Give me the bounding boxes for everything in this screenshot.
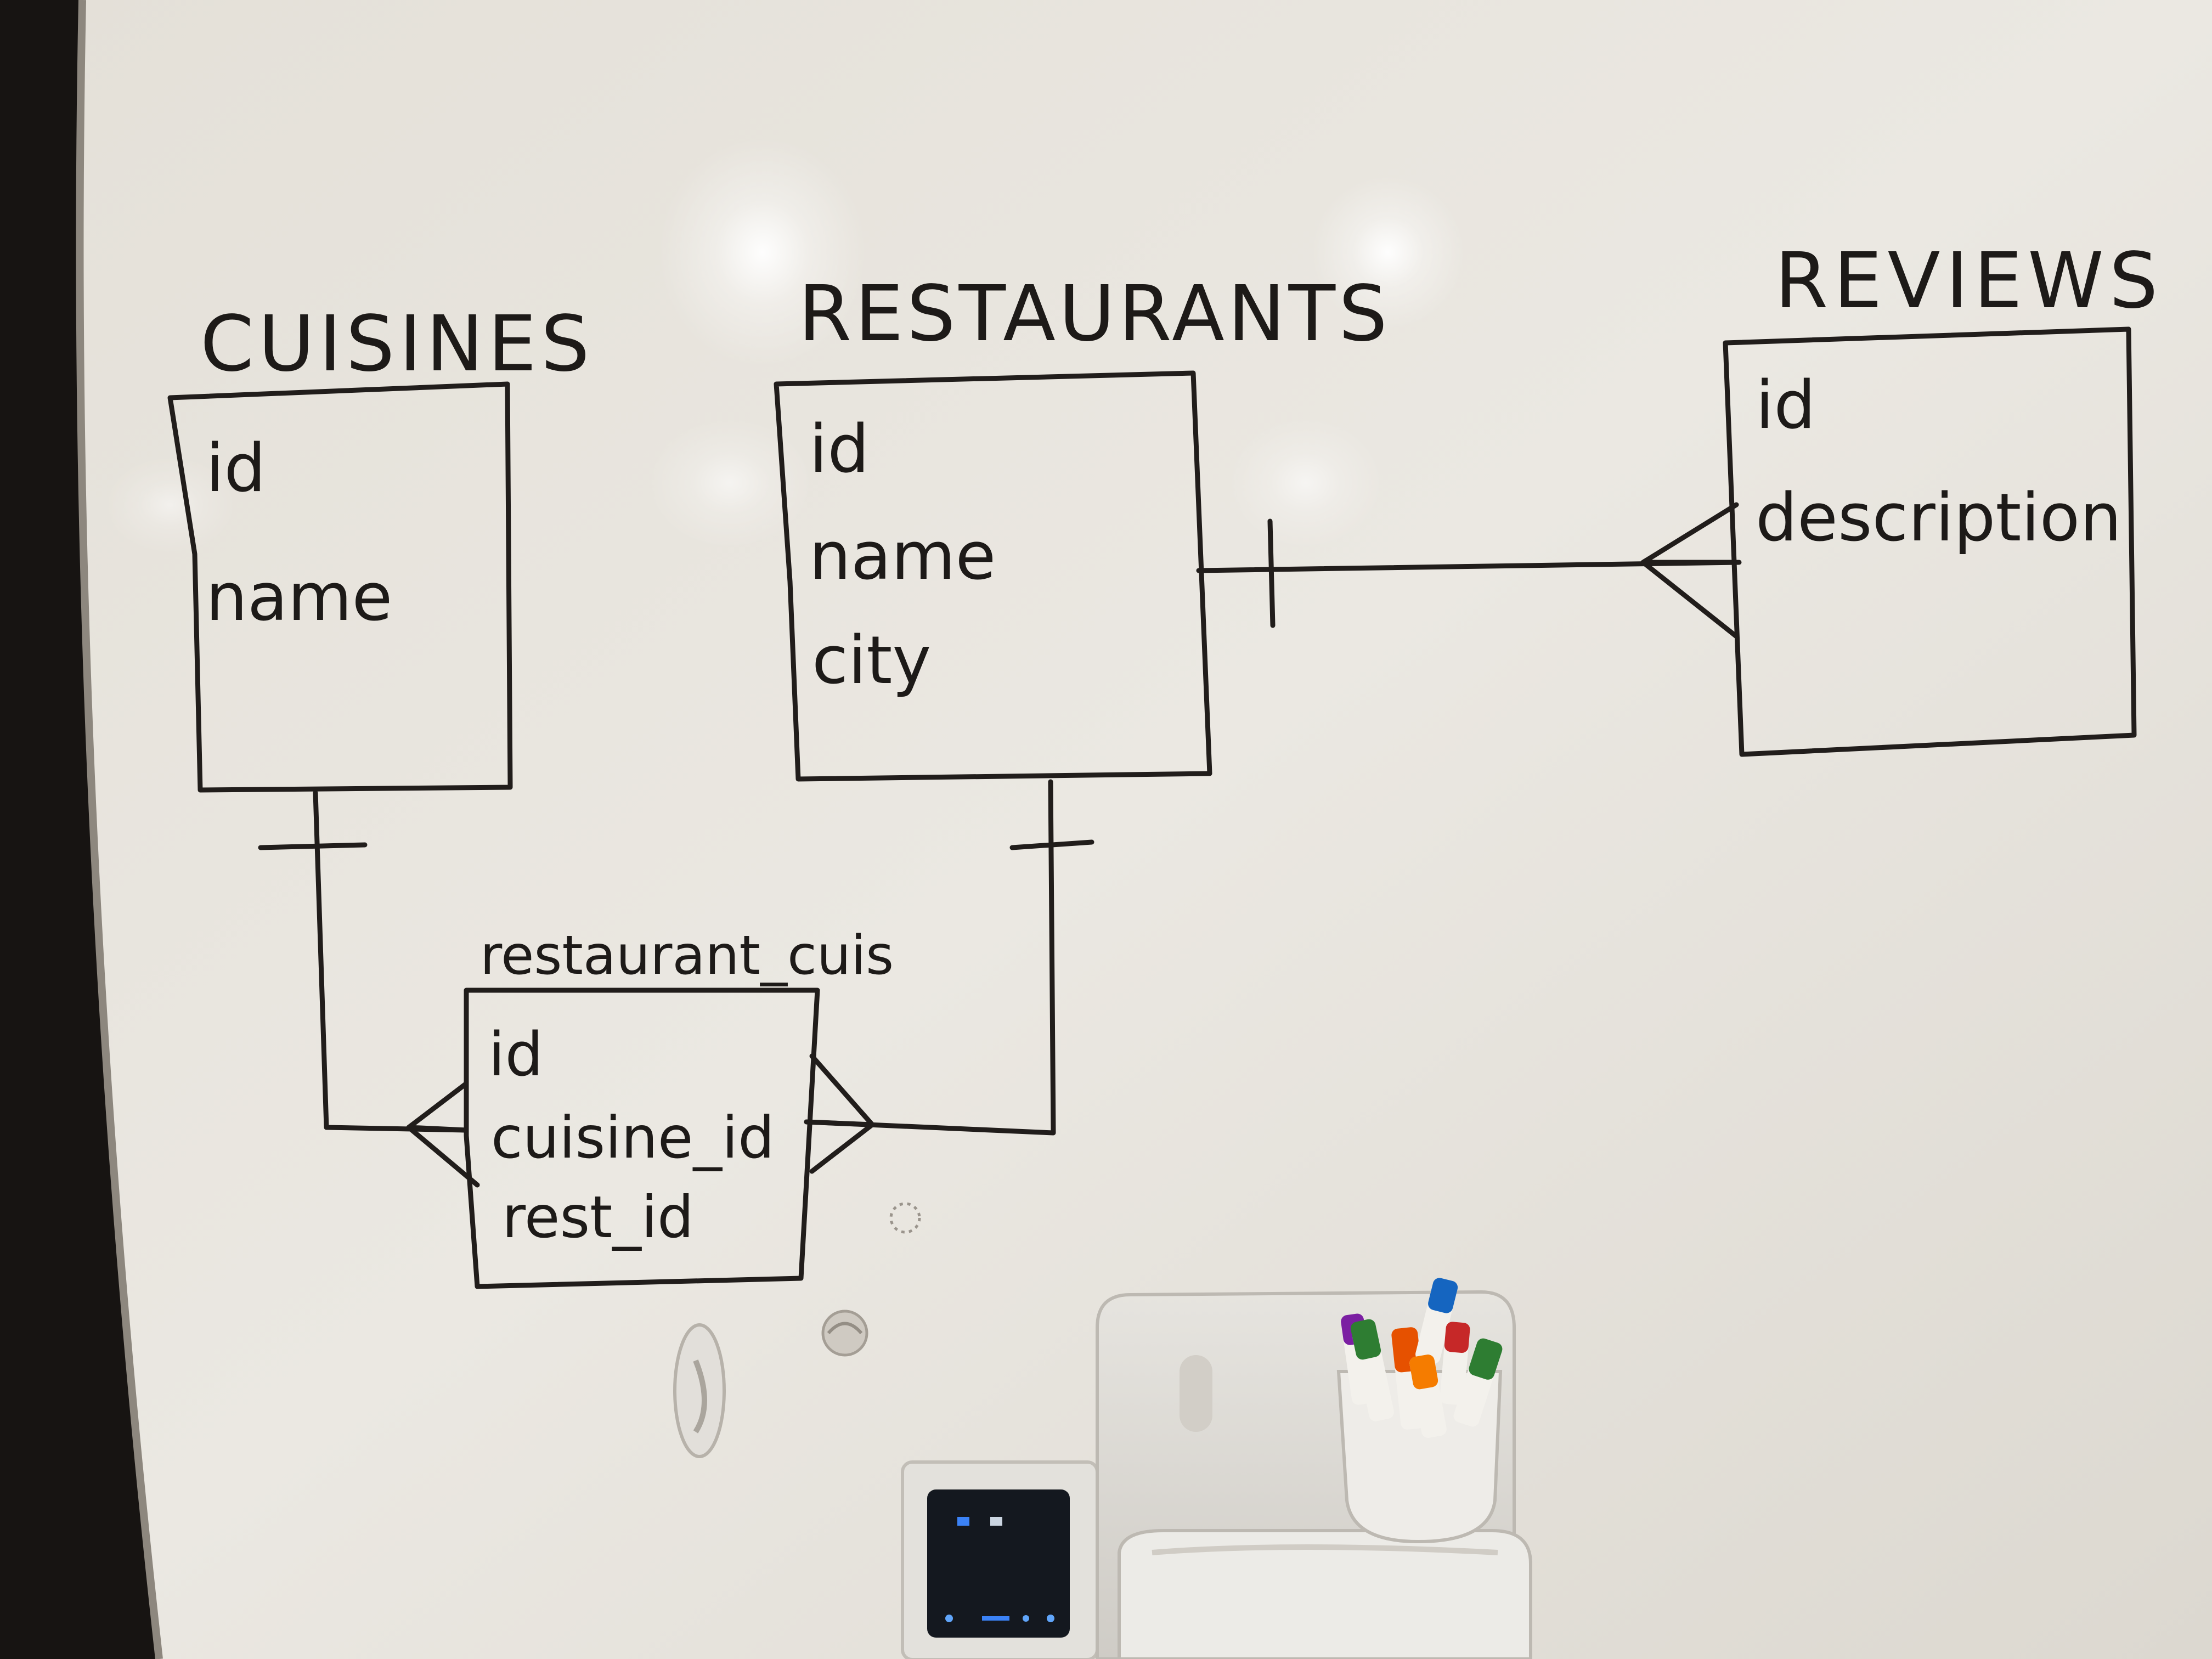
connector-line: [804, 779, 1056, 1136]
crows-foot-marker: [804, 1053, 875, 1174]
marker: [1350, 1319, 1394, 1421]
relation-cuisines-restaurant-cuis: [258, 790, 480, 1188]
marker-set: [1341, 1278, 1503, 1438]
relation-restaurants-restaurant-cuis: [804, 779, 1094, 1174]
marker: [1415, 1278, 1458, 1364]
table-title-cuisines: CUISINES: [200, 300, 594, 389]
marker: [1440, 1322, 1470, 1405]
field-reviews-description: description: [1756, 480, 2121, 556]
table-box-restaurants: [774, 370, 1212, 782]
field-restaurants-id: id: [809, 411, 870, 488]
light-glare: [1311, 176, 1465, 329]
board-frame-edge: [76, 0, 163, 1659]
wall-control-panel: [901, 1460, 1099, 1659]
relation-restaurants-reviews: [1196, 502, 1742, 639]
field-cuisines-id: id: [206, 431, 266, 507]
marker: [1409, 1355, 1447, 1438]
table-box-cuisines: [167, 381, 513, 793]
field-restaurants-name: name: [809, 518, 996, 595]
field-reviews-id: id: [1756, 368, 1816, 444]
wall-hook: [673, 1323, 726, 1458]
table-title-restaurants: RESTAURANTS: [798, 269, 1391, 359]
field-cuisines-name: name: [206, 560, 392, 636]
table-reviews: REVIEWS id description: [1723, 236, 2164, 757]
one-bar-marker: [1267, 518, 1276, 628]
table-restaurants: RESTAURANTS id name city: [774, 269, 1391, 782]
light-glare: [104, 455, 236, 554]
table-box-reviews: [1723, 326, 2137, 757]
field-restaurant-cuis-id: id: [488, 1019, 543, 1090]
one-bar-marker: [258, 842, 368, 850]
one-bar-marker: [1009, 839, 1094, 850]
table-restaurant-cuis: restaurant_cuis id cuisine_id rest_id: [464, 924, 894, 1289]
field-restaurant-cuis-cuisine-id: cuisine_id: [491, 1104, 775, 1171]
ink-smudge: [889, 1202, 921, 1234]
light-glare: [647, 417, 812, 549]
table-title-reviews: REVIEWS: [1775, 236, 2164, 326]
field-restaurant-cuis-rest-id: rest_id: [502, 1184, 694, 1251]
magnet: [821, 1310, 868, 1357]
light-glare: [1229, 417, 1383, 549]
table-box-restaurant-cuis: [464, 988, 820, 1289]
light-glare: [658, 137, 867, 368]
marker: [1453, 1338, 1503, 1427]
table-cuisines: CUISINES id name: [167, 300, 594, 793]
table-title-restaurant-cuis: restaurant_cuis: [480, 924, 894, 987]
field-restaurants-city: city: [812, 623, 931, 699]
crows-foot-marker: [1640, 502, 1739, 639]
crows-foot-marker: [406, 1081, 480, 1188]
